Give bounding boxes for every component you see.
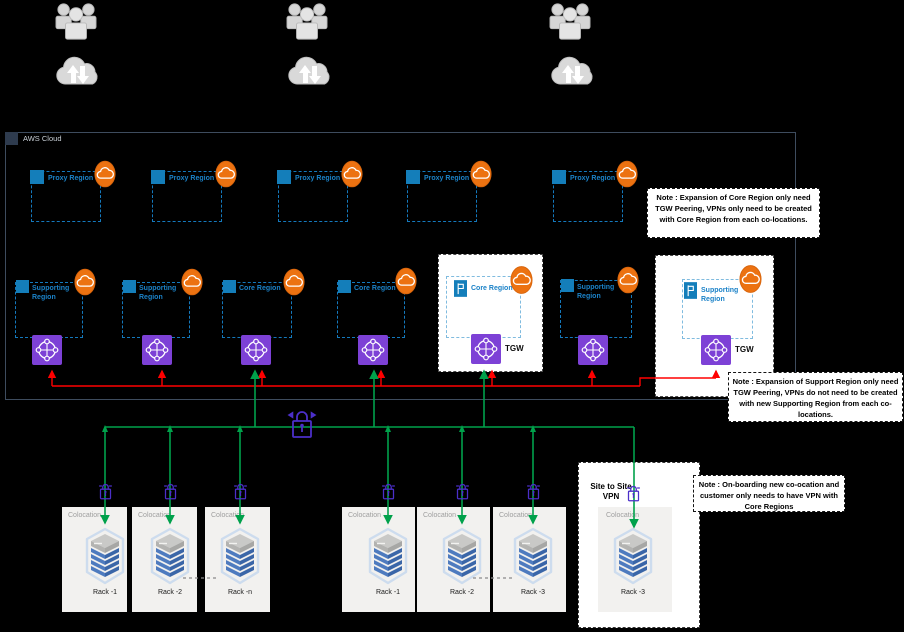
rack-label: Rack -3 bbox=[520, 589, 546, 596]
vpn-lock-icon bbox=[98, 481, 113, 501]
transit-gateway-icon bbox=[701, 335, 731, 365]
aws-cloud-icon bbox=[5, 132, 18, 145]
vpn-lock-icon bbox=[233, 481, 248, 501]
cloud-icon bbox=[74, 267, 96, 297]
colocation-title: Colocation bbox=[348, 512, 382, 519]
site-to-site-vpn-label: Site to Site VPN bbox=[590, 482, 632, 502]
region-flag-icon bbox=[684, 282, 697, 299]
users-icon bbox=[283, 2, 331, 42]
rack-label: Rack -2 bbox=[157, 589, 183, 596]
transit-gateway-icon bbox=[241, 335, 271, 365]
proxy-region-box bbox=[31, 171, 101, 222]
vpn-gateway-lock-icon bbox=[287, 405, 317, 443]
note-onboarding: Note : On-boarding new co-ocation and cu… bbox=[693, 475, 845, 512]
region-label: Core Region bbox=[354, 285, 396, 292]
region-label: Supporting Region bbox=[701, 287, 739, 304]
vpn-lock-icon bbox=[163, 481, 178, 501]
region-icon bbox=[16, 280, 29, 293]
region-icon bbox=[223, 280, 236, 293]
vpn-lock-icon bbox=[455, 481, 470, 501]
proxy-region-box bbox=[407, 171, 477, 222]
rack-label: Rack -2 bbox=[449, 589, 475, 596]
internet-traffic-cloud-icon bbox=[286, 53, 334, 91]
server-rack-icon bbox=[611, 527, 655, 585]
cloud-icon bbox=[283, 267, 305, 297]
cloud-icon bbox=[215, 159, 237, 189]
vpn-lock-icon bbox=[626, 483, 641, 503]
server-rack-icon bbox=[440, 527, 484, 585]
proxy-region-box bbox=[553, 171, 623, 222]
colocation-title: Colocation bbox=[68, 512, 102, 519]
proxy-region-box bbox=[278, 171, 348, 222]
region-icon bbox=[151, 170, 165, 184]
rack-label: Rack -n bbox=[227, 589, 253, 596]
region-label: Supporting Region bbox=[577, 284, 615, 301]
cloud-icon bbox=[739, 264, 762, 294]
transit-gateway-icon bbox=[471, 334, 501, 364]
region-icon bbox=[561, 279, 574, 292]
users-icon bbox=[52, 2, 100, 42]
rack-label: Rack -1 bbox=[375, 589, 401, 596]
aws-cloud-group bbox=[5, 132, 796, 400]
note-support-region: Note : Expansion of Support Region only … bbox=[728, 372, 903, 422]
region-label: Core Region bbox=[471, 285, 513, 292]
cloud-icon bbox=[470, 159, 492, 189]
cloud-icon bbox=[510, 265, 533, 295]
region-flag-icon bbox=[454, 280, 467, 297]
region-label: Proxy Region bbox=[48, 175, 94, 182]
region-icon bbox=[338, 280, 351, 293]
transit-gateway-icon bbox=[32, 335, 62, 365]
proxy-region-box bbox=[152, 171, 222, 222]
colocation-title: Colocation bbox=[499, 512, 533, 519]
aws-cloud-label: AWS Cloud bbox=[23, 134, 62, 143]
colocation-title: Colocation bbox=[211, 512, 245, 519]
note-core-region: Note : Expansion of Core Region only nee… bbox=[647, 188, 820, 238]
region-label: Core Region bbox=[239, 285, 281, 292]
internet-traffic-cloud-icon bbox=[54, 53, 102, 91]
region-label: Supporting Region bbox=[32, 285, 70, 302]
region-label: Proxy Region bbox=[169, 175, 215, 182]
users-icon bbox=[546, 2, 594, 42]
transit-gateway-icon bbox=[578, 335, 608, 365]
vpn-lock-icon bbox=[381, 481, 396, 501]
server-rack-icon bbox=[218, 527, 262, 585]
internet-traffic-cloud-icon bbox=[549, 53, 597, 91]
cloud-icon bbox=[94, 159, 116, 189]
server-rack-icon bbox=[366, 527, 410, 585]
cloud-icon bbox=[181, 267, 203, 297]
region-label: Supporting Region bbox=[139, 285, 177, 302]
transit-gateway-icon bbox=[358, 335, 388, 365]
colocation-title: Colocation bbox=[138, 512, 172, 519]
server-rack-icon bbox=[511, 527, 555, 585]
cloud-icon bbox=[395, 266, 417, 296]
region-icon bbox=[30, 170, 44, 184]
colocation-title: Colocation bbox=[606, 512, 640, 519]
region-icon bbox=[123, 280, 136, 293]
cloud-icon bbox=[616, 159, 638, 189]
colocation-title: Colocation bbox=[423, 512, 457, 519]
server-rack-icon bbox=[148, 527, 192, 585]
region-icon bbox=[552, 170, 566, 184]
region-icon bbox=[277, 170, 291, 184]
rack-label: Rack -1 bbox=[92, 589, 118, 596]
cloud-icon bbox=[617, 265, 639, 295]
region-label: Proxy Region bbox=[570, 175, 616, 182]
region-label: Proxy Region bbox=[424, 175, 470, 182]
cloud-icon bbox=[341, 159, 363, 189]
vpn-lock-icon bbox=[526, 481, 541, 501]
server-rack-icon bbox=[83, 527, 127, 585]
rack-label: Rack -3 bbox=[620, 589, 646, 596]
tgw-label: TGW bbox=[735, 345, 754, 354]
tgw-label: TGW bbox=[505, 344, 524, 353]
region-icon bbox=[406, 170, 420, 184]
transit-gateway-icon bbox=[142, 335, 172, 365]
region-label: Proxy Region bbox=[295, 175, 341, 182]
